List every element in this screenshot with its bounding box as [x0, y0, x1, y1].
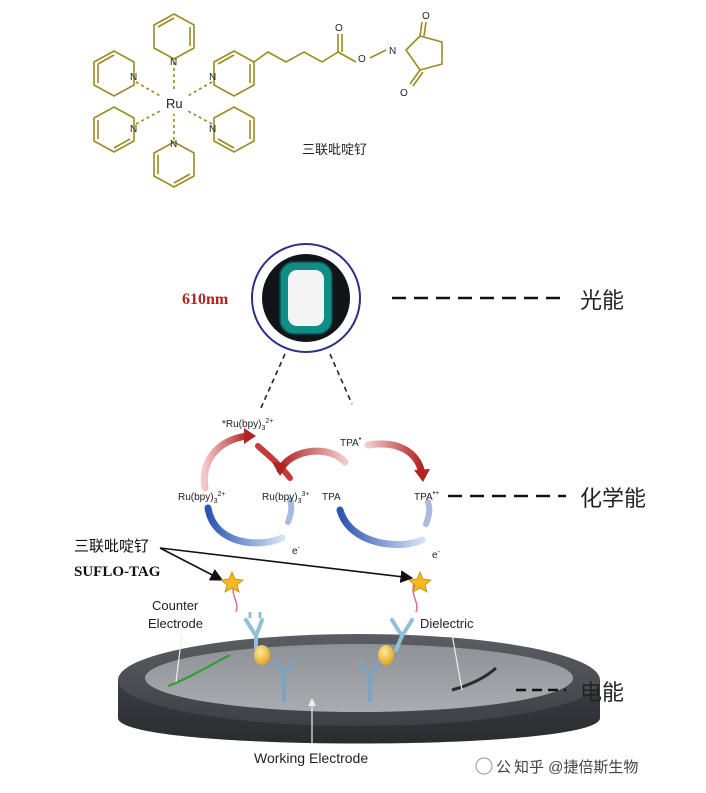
electron-label-left: e-: [292, 545, 301, 557]
chemical-energy-label: 化学能: [580, 486, 646, 511]
electrode-disc: [118, 634, 600, 744]
blue-arc-left: [204, 504, 286, 547]
blue-arc-right: [336, 506, 426, 549]
tpa-radical-label: TPA•: [340, 436, 362, 449]
pyridine-ring-lower-right: [213, 106, 255, 153]
dielectric-strip: [451, 666, 498, 692]
molecule-atom-labels: Ru N N N N N N O O N O O 三联吡啶钌: [130, 11, 430, 157]
ecl-reaction-cycle: [200, 428, 433, 549]
linker-chain: [253, 34, 387, 63]
excited-state-label: *Ru(bpy)32+: [222, 418, 273, 432]
emission-dash-left: [259, 353, 286, 411]
n-label-lr: N: [209, 124, 216, 135]
red-arrowhead-left: [244, 428, 256, 444]
n-label-ul: N: [130, 72, 137, 83]
red-arrowhead-tpa: [272, 462, 288, 476]
pyridine-ring-upper-left: [93, 50, 135, 97]
coordination-bonds: [135, 62, 213, 140]
tag-cn-label: 三联吡啶钌: [74, 538, 149, 555]
tag-arrow-left: [159, 547, 224, 581]
ru-atom-label: Ru: [166, 96, 183, 111]
watermark-prefix: 公: [496, 759, 511, 776]
red-arc-left: [200, 432, 252, 492]
n-label-ur: N: [209, 72, 216, 83]
pyridine-ring-upper-right: [213, 50, 255, 97]
working-electrode-label: Working Electrode: [254, 750, 368, 766]
wechat-icon: [475, 757, 493, 775]
photon-detector: [251, 243, 361, 353]
ground-state-label: Ru(bpy)32+: [178, 491, 225, 505]
tag-star-right: [408, 570, 432, 593]
tag-arrow-right: [159, 547, 414, 583]
counter-electrode-strip: [167, 654, 231, 688]
red-arc-tpa: [276, 447, 349, 474]
red-arc-middle: [255, 443, 293, 481]
counter-electrode-label-2: Electrode: [148, 616, 203, 631]
optical-energy-label: 光能: [580, 288, 624, 313]
succinimide-ring: [404, 21, 443, 87]
blue-arc-left-up: [285, 497, 295, 525]
watermark: 公 知乎 @捷倍斯生物: [475, 757, 638, 776]
oxidized-state-label: Ru(bpy)33+: [262, 491, 309, 505]
cycle-labels: *Ru(bpy)32+ Ru(bpy)32+ Ru(bpy)33+ TPA• T…: [178, 418, 441, 561]
watermark-text: 知乎 @捷倍斯生物: [514, 759, 638, 776]
n-label-top: N: [170, 57, 177, 68]
o-label-bottom: O: [400, 88, 408, 99]
emission-dash-right: [329, 353, 353, 405]
pyridine-ring-bottom: [153, 141, 195, 188]
tag-en-label: SUFLO-TAG: [74, 564, 161, 580]
red-arc-right: [364, 440, 426, 478]
ru-bpy-molecule: [93, 13, 443, 188]
tpa-label: TPA: [322, 492, 341, 503]
o-label-top: O: [422, 11, 430, 22]
n-label-ll: N: [130, 124, 137, 135]
molecule-caption: 三联吡啶钌: [302, 142, 367, 157]
antigen-right: [378, 645, 394, 665]
electron-label-right: e-: [432, 549, 441, 561]
tpa-cation-label: TPA•+: [414, 490, 439, 503]
antigen-left: [254, 645, 270, 665]
dielectric-pointer: [451, 633, 463, 691]
dielectric-label: Dielectric: [420, 616, 474, 631]
electrical-energy-label: 电能: [580, 680, 624, 705]
disc-inner-floor: [145, 644, 573, 712]
wavelength-label: 610nm: [182, 291, 229, 308]
working-pointer-head: [308, 698, 316, 706]
blue-arc-right-up: [423, 499, 433, 527]
n-label-succinimide: N: [389, 46, 396, 57]
n-label-bottom: N: [170, 139, 177, 150]
red-arrowhead-right: [414, 469, 430, 482]
pyridine-ring-top: [153, 13, 195, 60]
counter-electrode-label-1: Counter: [152, 598, 199, 613]
antibody-left: [220, 570, 294, 702]
antibody-right: [358, 570, 432, 702]
o-label-carbonyl: O: [335, 23, 343, 34]
o-label-ester: O: [358, 54, 366, 65]
counter-pointer: [175, 633, 183, 683]
tag-star-left: [220, 570, 244, 593]
pyridine-ring-lower-left: [93, 106, 135, 153]
